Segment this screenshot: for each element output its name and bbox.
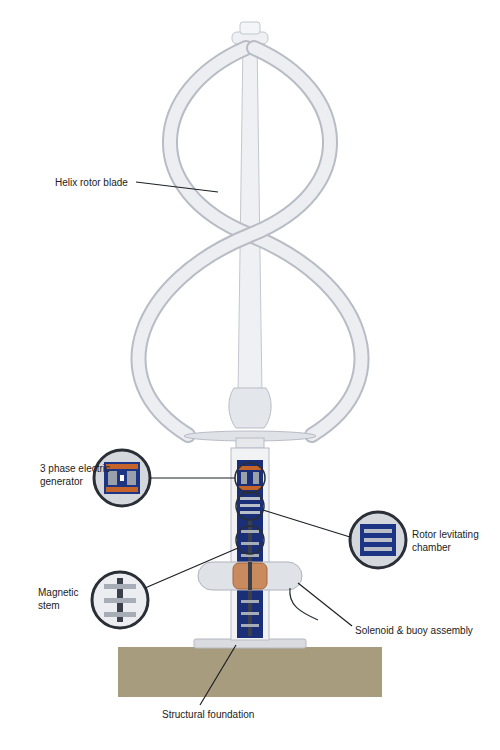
shaft-tip bbox=[240, 22, 260, 34]
foundation-ground bbox=[118, 647, 382, 697]
part-label: 3 phase electric generator bbox=[40, 462, 122, 488]
part-label: Magnetic stem bbox=[38, 586, 88, 612]
part-label: Solenoid & buoy assembly bbox=[355, 624, 485, 637]
helix-blades bbox=[139, 48, 362, 435]
chamber-magnifier bbox=[350, 512, 406, 568]
tower-interior bbox=[237, 460, 263, 638]
part-label: Helix rotor blade bbox=[55, 176, 139, 189]
rotor-shaft bbox=[238, 40, 262, 395]
generator-magnifier bbox=[94, 450, 150, 506]
rotor-hub bbox=[229, 388, 271, 428]
stem-magnifier bbox=[92, 572, 148, 628]
buoy-assembly bbox=[198, 562, 302, 590]
solenoid-wire bbox=[290, 588, 318, 620]
part-label: Structural foundation bbox=[162, 708, 292, 721]
tower-housing bbox=[231, 448, 269, 640]
leader-lines bbox=[136, 182, 352, 705]
part-label: Rotor levitating chamber bbox=[412, 528, 494, 554]
hub-neck bbox=[236, 438, 264, 448]
solenoid-coil bbox=[233, 563, 267, 589]
